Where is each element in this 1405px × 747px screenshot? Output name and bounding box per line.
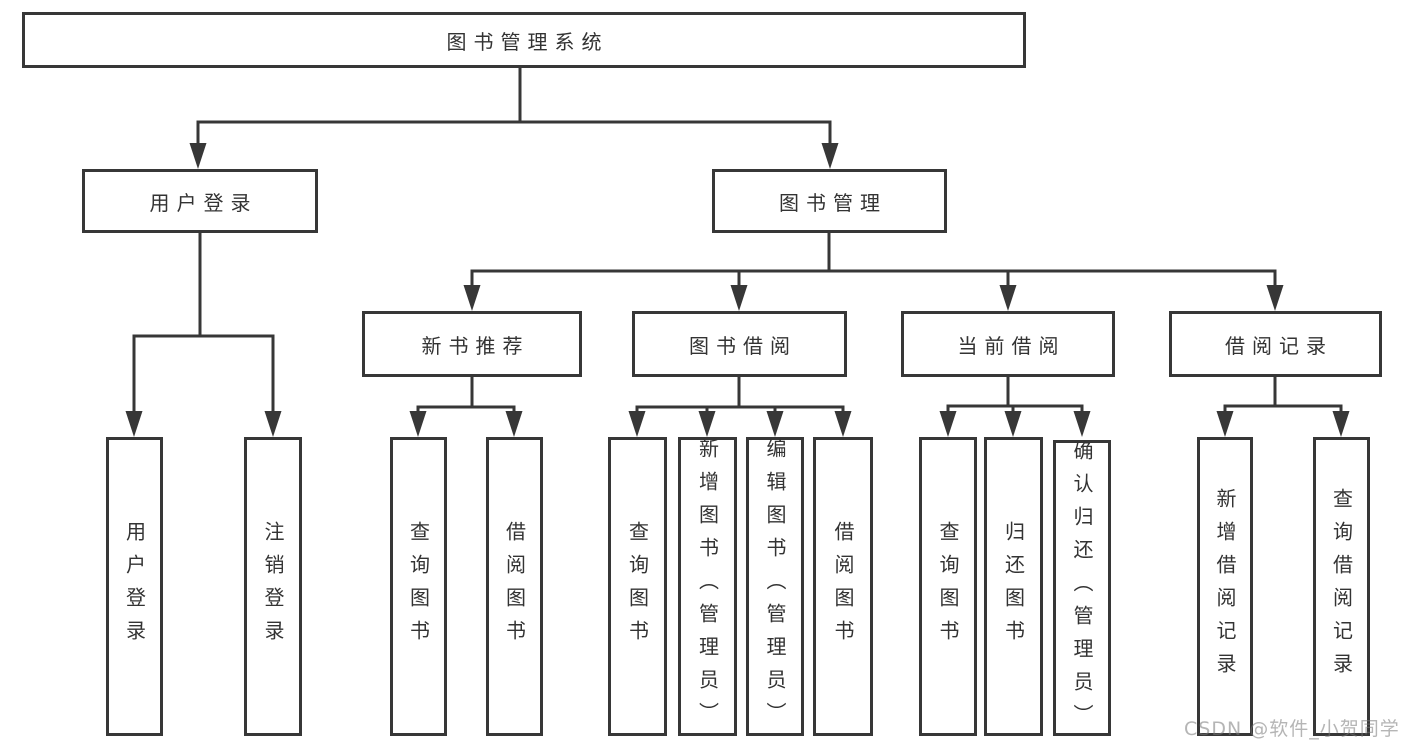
node-label: 图书管理 — [779, 190, 887, 215]
leaf-label: 新增图书（管理员） — [695, 438, 720, 735]
node-label: 新书推荐 — [421, 333, 530, 358]
leaf-borrowing-borrow-books: 借阅图书 — [813, 437, 873, 736]
leaf-label: 查询图书 — [406, 520, 431, 653]
leaf-recommend-query-books: 查询图书 — [390, 437, 447, 736]
leaf-label: 新增借阅记录 — [1213, 487, 1237, 686]
node-library-management-system: 图书管理系统 — [22, 12, 1026, 68]
leaf-label: 确认归还（管理员） — [1070, 439, 1094, 737]
node-user-login: 用户登录 — [82, 169, 318, 233]
leaf-label: 查询图书 — [625, 520, 650, 653]
node-new-book-recommend: 新书推荐 — [362, 311, 582, 377]
leaf-borrowing-add-books-admin: 新增图书（管理员） — [678, 437, 737, 736]
leaf-label: 归还图书 — [1001, 520, 1026, 653]
node-current-borrowing: 当前借阅 — [901, 311, 1115, 377]
leaf-recommend-borrow-books: 借阅图书 — [486, 437, 543, 736]
leaf-current-confirm-return-admin: 确认归还（管理员） — [1053, 439, 1111, 737]
leaf-label: 注销登录 — [261, 520, 285, 653]
leaf-label: 查询借阅记录 — [1329, 487, 1354, 686]
node-label: 图书借阅 — [689, 333, 797, 358]
leaf-user-login: 用户登录 — [106, 437, 163, 736]
leaf-logout: 注销登录 — [244, 437, 302, 736]
node-label: 当前借阅 — [957, 333, 1066, 358]
watermark: CSDN @软件_小贺同学 — [1184, 718, 1400, 740]
leaf-current-return-books: 归还图书 — [984, 437, 1043, 736]
leaf-label: 编辑图书（管理员） — [763, 438, 787, 735]
leaf-label: 借阅图书 — [502, 520, 527, 653]
leaf-label: 查询图书 — [936, 520, 960, 653]
leaf-label: 用户登录 — [122, 520, 147, 653]
node-label: 用户登录 — [149, 190, 258, 215]
leaf-label: 借阅图书 — [831, 520, 855, 653]
leaf-borrowing-query-books: 查询图书 — [608, 437, 667, 736]
leaf-records-add-borrow-record: 新增借阅记录 — [1197, 437, 1253, 736]
leaf-borrowing-edit-books-admin: 编辑图书（管理员） — [746, 437, 804, 736]
node-label: 图书管理系统 — [446, 29, 609, 54]
node-book-management: 图书管理 — [712, 169, 947, 233]
leaf-records-query-borrow-record: 查询借阅记录 — [1313, 437, 1370, 736]
node-label: 借阅记录 — [1225, 333, 1333, 358]
node-borrowing-records: 借阅记录 — [1169, 311, 1382, 377]
node-book-borrowing: 图书借阅 — [632, 311, 847, 377]
leaf-current-query-books: 查询图书 — [919, 437, 977, 736]
